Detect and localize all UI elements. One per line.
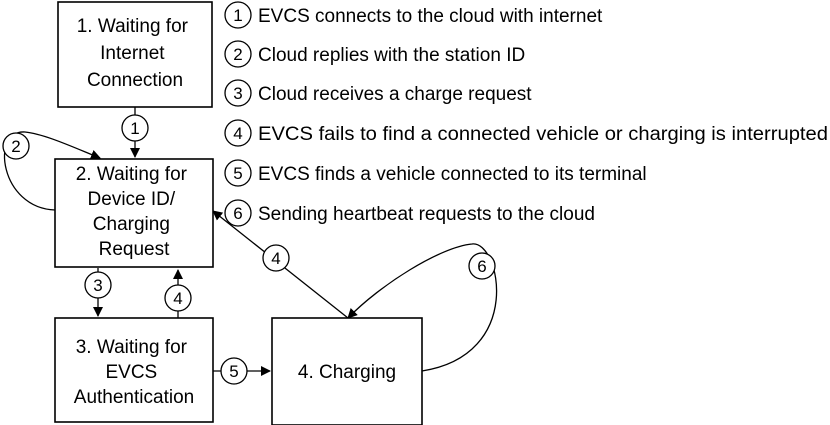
state-waiting-device-id: 2. Waiting for Device ID/ Charging Reque… bbox=[54, 158, 214, 268]
svg-text:1: 1 bbox=[130, 119, 139, 138]
state-2-line-3: Charging bbox=[93, 214, 170, 235]
state-4-line-1: 4. Charging bbox=[298, 362, 396, 383]
state-charging: 4. Charging bbox=[271, 317, 423, 425]
state-3-line-3: Authentication bbox=[74, 387, 194, 408]
state-3-line-2: EVCS bbox=[105, 362, 157, 383]
transition-badge-2: 2 bbox=[2, 132, 30, 160]
svg-text:4: 4 bbox=[271, 249, 280, 268]
legend-text-4: EVCS fails to find a connected vehicle o… bbox=[258, 124, 828, 145]
svg-text:6: 6 bbox=[233, 204, 242, 223]
state-1-line-2: Internet bbox=[100, 43, 165, 64]
legend-item-4: 4 EVCS fails to find a connected vehicle… bbox=[224, 119, 828, 147]
legend-text-2: Cloud replies with the station ID bbox=[258, 45, 525, 66]
transition-badge-1: 1 bbox=[121, 114, 149, 142]
svg-text:2. Waiting for Device: 2. Waiting for Device ID/ Charging Reque… bbox=[76, 164, 193, 260]
legend-text-1: EVCS connects to the cloud with internet bbox=[258, 6, 603, 27]
state-waiting-evcs-auth: 3. Waiting for EVCS Authentication bbox=[54, 317, 214, 423]
legend-text-6: Sending heartbeat requests to the cloud bbox=[258, 204, 595, 225]
svg-text:5: 5 bbox=[233, 164, 242, 183]
edge-s4-self-loop bbox=[347, 243, 498, 372]
state-2-line-2: Device ID/ bbox=[88, 189, 176, 210]
legend-item-1: 1 EVCS connects to the cloud with intern… bbox=[224, 1, 603, 29]
state-3-line-1: 3. Waiting for bbox=[76, 337, 188, 358]
legend-item-5: 5 EVCS finds a vehicle connected to its … bbox=[224, 159, 647, 187]
transition-badge-4-left: 4 bbox=[164, 284, 192, 312]
state-2-line-1: 2. Waiting for bbox=[76, 164, 188, 185]
legend: 1 EVCS connects to the cloud with intern… bbox=[224, 1, 828, 227]
svg-text:4: 4 bbox=[173, 289, 182, 308]
svg-text:4. Charging: 4. Charging bbox=[298, 362, 396, 383]
state-waiting-internet: 1. Waiting for Internet Connection bbox=[57, 1, 213, 108]
svg-text:3: 3 bbox=[233, 84, 242, 103]
legend-text-3: Cloud receives a charge request bbox=[258, 84, 532, 105]
svg-text:5: 5 bbox=[229, 362, 238, 381]
svg-text:6: 6 bbox=[477, 257, 486, 276]
svg-text:2: 2 bbox=[233, 45, 242, 64]
svg-text:3. Waiting for EVCS: 3. Waiting for EVCS Authentication bbox=[74, 337, 194, 408]
svg-text:2: 2 bbox=[11, 137, 20, 156]
state-1-line-3: Connection bbox=[87, 70, 183, 91]
legend-text-5: EVCS finds a vehicle connected to its te… bbox=[258, 164, 647, 185]
transition-badges: 1 2 3 4 4 5 6 bbox=[2, 114, 496, 385]
legend-item-2: 2 Cloud replies with the station ID bbox=[224, 40, 525, 68]
state-1-line-1: 1. Waiting for bbox=[77, 16, 189, 37]
legend-item-6: 6 Sending heartbeat requests to the clou… bbox=[224, 199, 595, 227]
svg-text:4: 4 bbox=[233, 124, 242, 143]
svg-text:3: 3 bbox=[93, 276, 102, 295]
transition-badge-6: 6 bbox=[468, 252, 496, 280]
svg-text:1: 1 bbox=[233, 6, 242, 25]
transition-badge-3: 3 bbox=[84, 271, 112, 299]
transition-badge-5: 5 bbox=[220, 357, 248, 385]
state-boxes: 1. Waiting for Internet Connection 2. Wa… bbox=[54, 1, 423, 425]
transition-badge-4-diagonal: 4 bbox=[262, 244, 290, 272]
state-2-line-4: Request bbox=[99, 239, 170, 260]
legend-item-3: 3 Cloud receives a charge request bbox=[224, 79, 532, 107]
svg-text:1. Waiting for Interne: 1. Waiting for Internet Connection bbox=[77, 16, 194, 91]
